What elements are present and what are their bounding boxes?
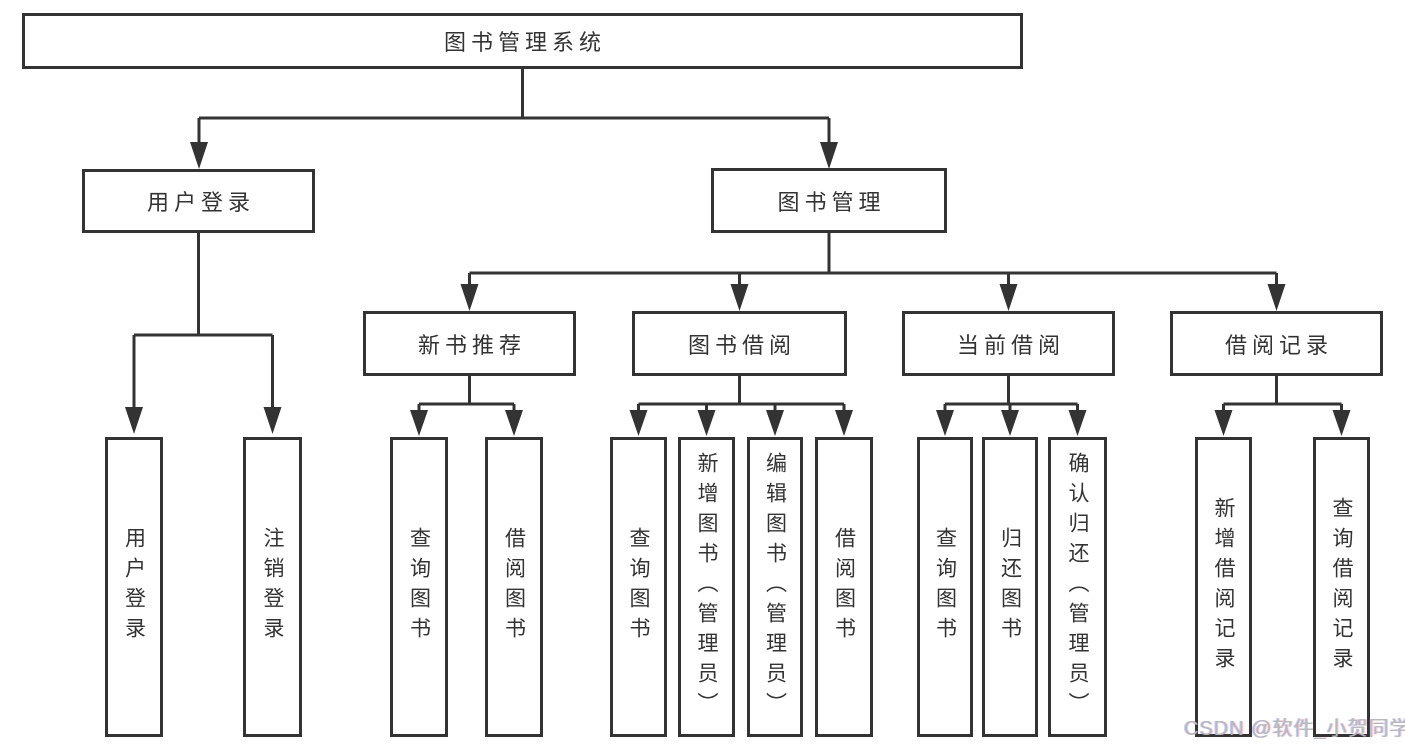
node-current-borrow: 当前借阅 xyxy=(902,311,1115,376)
node-new-book-recommend: 新书推荐 xyxy=(363,311,576,376)
leaf-logout: 注销登录 xyxy=(243,437,302,737)
arrowhead-icon xyxy=(263,407,282,434)
leaf-query-books-borrow: 查询图书 xyxy=(610,437,667,737)
csdn-watermark: CSDN @软件_小贺同学 xyxy=(1184,718,1405,740)
connector-new-book-recommend-to-children xyxy=(410,375,523,436)
arrowhead-icon xyxy=(999,284,1018,311)
leaf-borrow-books: 借阅图书 xyxy=(815,437,873,737)
connector-root-to-level2 xyxy=(190,69,838,169)
leaf-query-books-current: 查询图书 xyxy=(917,437,973,737)
leaf-add-book-admin: 新增图书（管理员） xyxy=(678,437,735,737)
node-user-login: 用户登录 xyxy=(82,169,315,233)
leaf-user-login: 用户登录 xyxy=(105,437,163,737)
arrowhead-icon xyxy=(936,410,954,436)
leaf-borrow-books-recommend: 借阅图书 xyxy=(485,437,543,737)
arrowhead-icon xyxy=(125,407,143,434)
arrowhead-icon xyxy=(1267,284,1286,311)
node-root-library-system: 图书管理系统 xyxy=(22,13,1023,69)
leaf-add-borrow-record: 新增借阅记录 xyxy=(1195,437,1252,737)
connector-book-management-to-level3 xyxy=(460,233,1286,311)
arrowhead-icon xyxy=(505,410,523,436)
arrowhead-icon xyxy=(190,142,208,169)
leaf-query-borrow-record: 查询借阅记录 xyxy=(1313,437,1370,737)
arrowhead-icon xyxy=(410,410,428,436)
arrowhead-icon xyxy=(629,410,648,436)
node-book-management: 图书管理 xyxy=(711,168,947,233)
leaf-confirm-return-admin: 确认归还（管理员） xyxy=(1048,437,1107,737)
arrowhead-icon xyxy=(1332,410,1351,436)
connector-user-login-to-children xyxy=(125,233,282,434)
connector-borrow-records-to-children xyxy=(1214,375,1351,436)
arrowhead-icon xyxy=(1068,410,1087,436)
arrowhead-icon xyxy=(697,410,716,436)
leaf-query-books-recommend: 查询图书 xyxy=(390,437,448,737)
leaf-return-book: 归还图书 xyxy=(982,437,1038,737)
leaf-edit-book-admin: 编辑图书（管理员） xyxy=(747,437,803,737)
arrowhead-icon xyxy=(1214,410,1233,436)
node-borrow-records: 借阅记录 xyxy=(1170,311,1383,376)
node-book-borrow: 图书借阅 xyxy=(632,311,847,376)
arrowhead-icon xyxy=(835,410,853,436)
connector-current-borrow-to-children xyxy=(936,375,1087,436)
connector-book-borrow-to-children xyxy=(629,375,853,436)
arrowhead-icon xyxy=(766,410,784,436)
arrowhead-icon xyxy=(820,142,838,169)
arrowhead-icon xyxy=(730,284,749,311)
arrowhead-icon xyxy=(460,284,479,311)
arrowhead-icon xyxy=(1001,410,1019,436)
